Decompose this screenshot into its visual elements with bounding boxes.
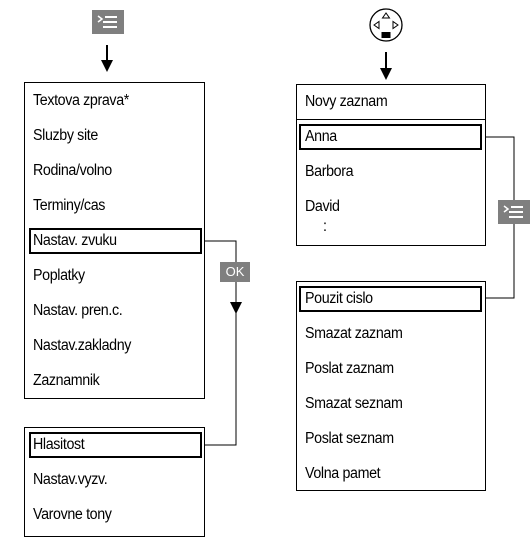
menu-item[interactable]: Terminy/cas	[33, 197, 106, 214]
arrow-head	[230, 302, 242, 314]
selection-highlight	[29, 228, 202, 254]
menu-item[interactable]: Poslat zaznam	[305, 360, 394, 377]
menu-item[interactable]: Smazat seznam	[305, 395, 403, 412]
menu-item[interactable]: Zaznamnik	[33, 372, 100, 389]
menu-item[interactable]: Rodina/volno	[33, 162, 112, 179]
more-indicator: :	[323, 218, 327, 235]
menu-item[interactable]: Poplatky	[33, 267, 85, 284]
ok-key-icon: OK	[220, 262, 250, 282]
menu-key-icon	[498, 200, 530, 224]
contact-item[interactable]: David	[305, 198, 340, 215]
menu-item[interactable]: Textova zprava*	[33, 92, 129, 109]
navigation-key-icon	[368, 6, 404, 44]
phonebook-panel: Novy zaznam Anna Barbora David :	[296, 84, 486, 246]
arrow-head	[380, 68, 392, 80]
menu-item[interactable]: Varovne tony	[33, 506, 112, 523]
menu-item[interactable]: Nastav. pren.c.	[33, 302, 123, 319]
menu-item[interactable]: Smazat zaznam	[305, 325, 403, 342]
main-menu-panel: Textova zprava* Sluzby site Rodina/volno…	[24, 82, 205, 399]
menu-item-selected[interactable]: Hlasitost	[33, 436, 85, 453]
selection-highlight	[299, 286, 482, 312]
menu-item[interactable]: Poslat seznam	[305, 430, 394, 447]
divider	[297, 119, 485, 120]
menu-key-icon	[92, 10, 124, 34]
new-entry-item[interactable]: Novy zaznam	[305, 93, 388, 110]
menu-item[interactable]: Volna pamet	[305, 465, 381, 482]
menu-item[interactable]: Sluzby site	[33, 127, 98, 144]
options-menu-panel: Pouzit cislo Smazat zaznam Poslat zaznam…	[296, 281, 486, 491]
arrow-head	[101, 60, 113, 72]
menu-item[interactable]: Nastav.zakladny	[33, 337, 132, 354]
contact-item-selected[interactable]: Anna	[305, 128, 337, 145]
menu-item[interactable]: Nastav.vyzv.	[33, 471, 108, 488]
sound-menu-panel: Hlasitost Nastav.vyzv. Varovne tony	[24, 427, 205, 537]
selection-highlight	[29, 432, 202, 458]
menu-item-selected[interactable]: Nastav. zvuku	[33, 232, 117, 249]
menu-item-selected[interactable]: Pouzit cislo	[305, 290, 373, 307]
connector	[200, 240, 237, 446]
selection-highlight	[299, 124, 482, 150]
contact-item[interactable]: Barbora	[305, 163, 354, 180]
